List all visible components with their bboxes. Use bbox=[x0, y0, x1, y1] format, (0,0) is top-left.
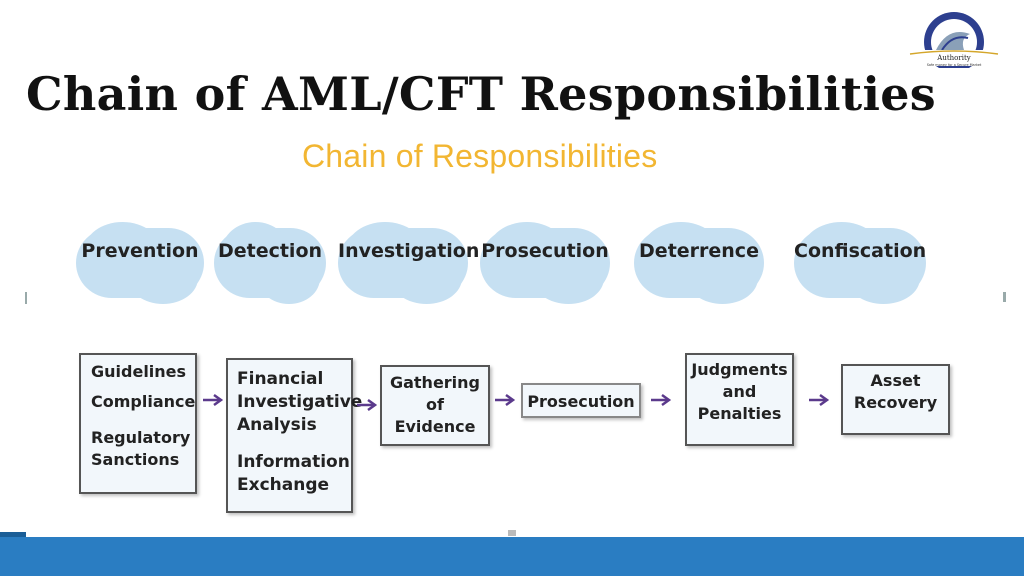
box-line: Penalties bbox=[697, 404, 782, 423]
box-line: Regulatory bbox=[91, 428, 191, 447]
arrow-right-icon bbox=[203, 393, 224, 407]
box-line: Compliance bbox=[91, 392, 196, 411]
image-edge-mark bbox=[508, 530, 516, 536]
box-asset-recovery: Asset Recovery bbox=[841, 364, 950, 435]
box-line: Financial bbox=[237, 369, 324, 389]
stage-label: Confiscation bbox=[794, 240, 927, 262]
box-line: Recovery bbox=[853, 393, 938, 412]
box-line: Evidence bbox=[394, 417, 476, 436]
box-line: Judgments bbox=[691, 360, 788, 379]
stage-deterrence: Deterrence bbox=[634, 222, 764, 304]
box-line: and bbox=[722, 382, 757, 401]
logo-name: Authority bbox=[936, 54, 970, 62]
box-line: Prosecution bbox=[527, 392, 635, 411]
arrow-right-icon bbox=[495, 393, 516, 407]
image-edge-mark bbox=[1003, 292, 1006, 302]
diagram-subtitle: Chain of Responsibilities bbox=[302, 138, 658, 174]
box-line: Sanctions bbox=[91, 450, 180, 469]
box-line: Information bbox=[237, 452, 350, 472]
stage-label: Prevention bbox=[81, 240, 199, 262]
page-title: Chain of AML/CFT Responsibilities bbox=[26, 67, 936, 121]
footer-accent bbox=[0, 532, 26, 537]
box-line: Guidelines bbox=[91, 362, 187, 381]
arrow-right-icon bbox=[357, 398, 378, 412]
stage-label: Detection bbox=[217, 240, 323, 262]
box-spacer bbox=[91, 413, 195, 427]
footer-bar bbox=[0, 537, 1024, 576]
stage-label: Investigation bbox=[338, 240, 480, 262]
arrow-right-icon bbox=[651, 393, 672, 407]
box-financial-analysis: Financial Investigative Analysis Informa… bbox=[226, 358, 363, 513]
box-gathering-evidence: Gathering of Evidence bbox=[380, 365, 490, 446]
box-spacer bbox=[91, 383, 195, 391]
box-line: Gathering of bbox=[389, 373, 481, 414]
stage-prevention: Prevention bbox=[76, 222, 204, 304]
stage-label: Deterrence bbox=[639, 240, 759, 262]
arrow-right-icon bbox=[809, 393, 830, 407]
box-prosecution: Prosecution bbox=[521, 383, 641, 418]
box-spacer bbox=[237, 437, 351, 451]
box-line: Exchange bbox=[237, 475, 330, 495]
logo-tagline: Safe money for a Secure Market bbox=[927, 63, 982, 67]
image-edge-mark bbox=[25, 292, 27, 304]
stage-prosecution: Prosecution bbox=[480, 222, 610, 304]
stage-detection: Detection bbox=[214, 222, 326, 304]
box-judgments-penalties: Judgments and Penalties bbox=[685, 353, 794, 446]
stage-confiscation: Confiscation bbox=[794, 222, 927, 304]
box-line: Investigative bbox=[237, 392, 363, 412]
stage-label: Prosecution bbox=[481, 240, 609, 262]
box-prevention-measures: Guidelines Compliance Regulatory Sanctio… bbox=[79, 353, 197, 494]
box-line: Analysis bbox=[237, 415, 317, 435]
box-line: Asset bbox=[870, 371, 921, 390]
stage-investigation: Investigation bbox=[338, 222, 480, 304]
fia-logo: Financial Intelligence Authority Safe mo… bbox=[909, 4, 999, 68]
